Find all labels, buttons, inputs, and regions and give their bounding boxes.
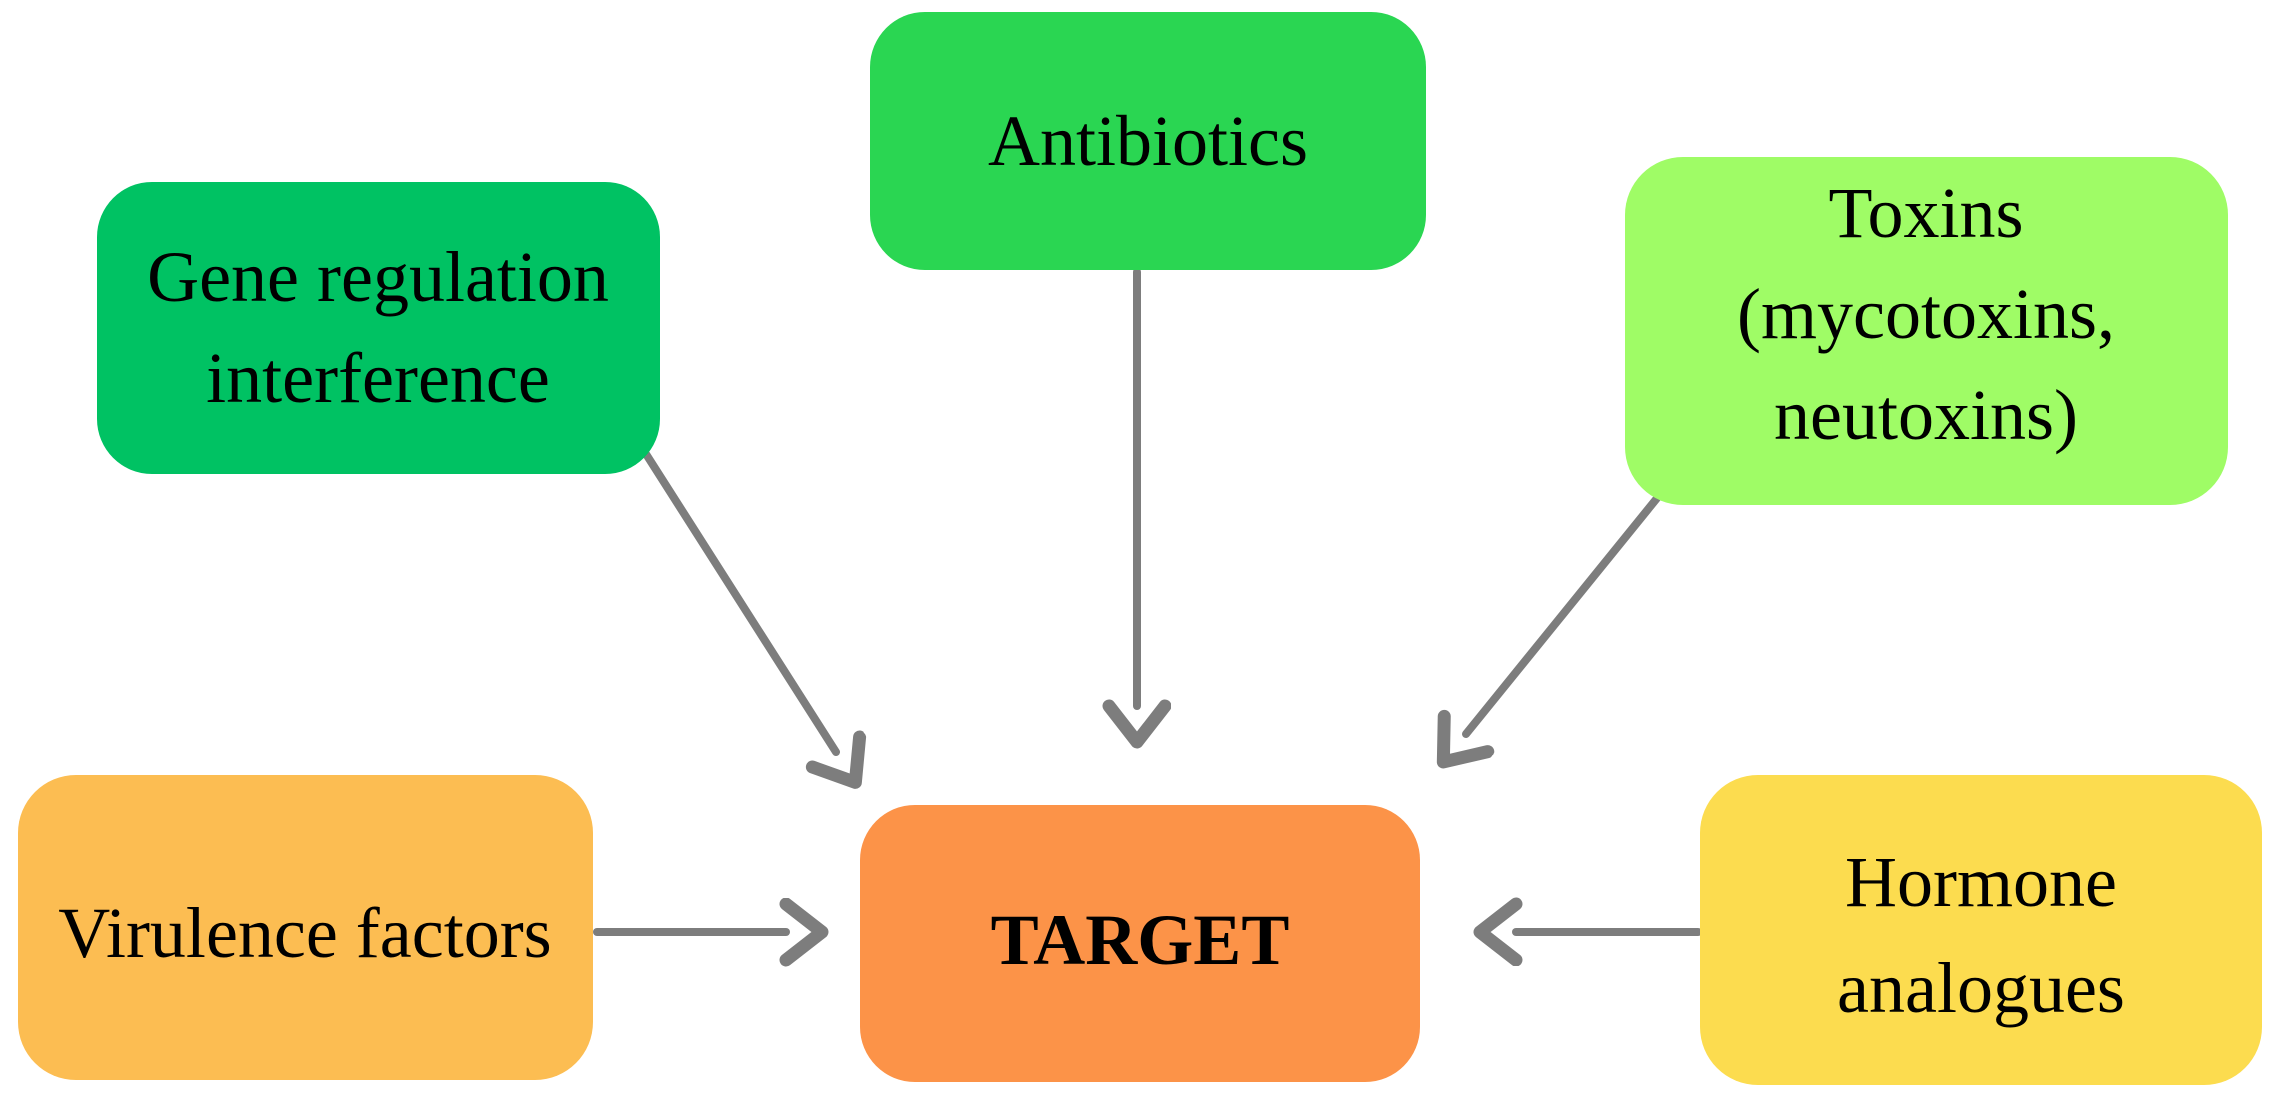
- node-toxins-label-line2: (mycotoxins,: [1737, 274, 2115, 354]
- node-gene-regulation-label-line2: interference: [206, 338, 550, 418]
- node-virulence-factors-label: Virulence factors: [58, 893, 551, 973]
- node-toxins-box: [1625, 157, 2228, 505]
- node-toxins-label-line1: Toxins: [1829, 173, 2024, 253]
- arrow-toxins-to-target: [1466, 488, 1666, 734]
- node-hormone-analogues-label-line2: analogues: [1837, 948, 2125, 1028]
- arrow-gene-regulation-to-target: [642, 450, 836, 752]
- node-target-label: TARGET: [991, 900, 1290, 980]
- node-antibiotics-box: [870, 12, 1426, 270]
- node-hormone-analogues-box: [1700, 775, 2262, 1085]
- node-hormone-analogues-label-line1: Hormone: [1845, 842, 2117, 922]
- node-virulence-factors-box: [18, 775, 593, 1080]
- node-gene-regulation-label-line1: Gene regulation: [147, 237, 609, 317]
- node-gene-regulation-box: [97, 182, 660, 474]
- node-target-box: [860, 805, 1420, 1082]
- node-antibiotics-label: Antibiotics: [988, 101, 1308, 181]
- node-toxins-label-line3: neutoxins): [1774, 375, 2078, 455]
